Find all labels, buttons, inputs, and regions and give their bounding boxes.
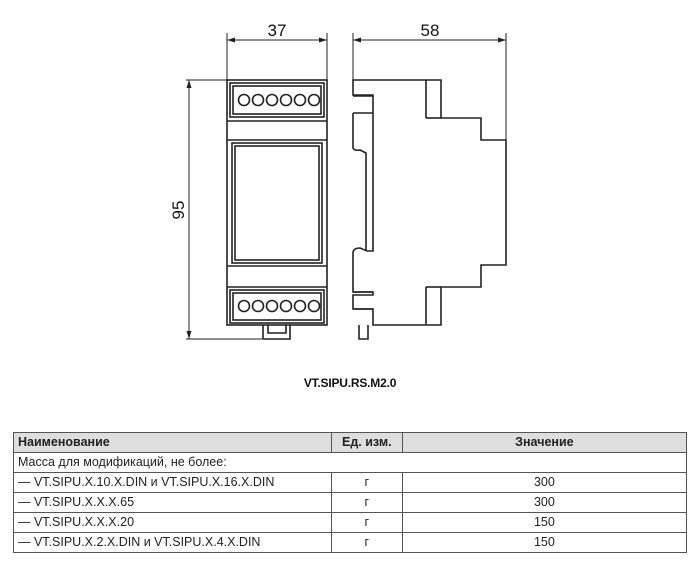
model-caption: VT.SIPU.RS.M2.0 — [303, 376, 397, 390]
header-name: Наименование — [13, 432, 332, 453]
dimension-height: 95 — [169, 79, 262, 340]
row-value: 300 — [401, 492, 688, 513]
row-value: 150 — [401, 512, 688, 533]
front-view: 37 95 — [169, 21, 328, 340]
bottom-terminals — [237, 299, 321, 313]
row-unit: г — [330, 532, 403, 553]
row-unit: г — [330, 512, 403, 533]
row-name: — VT.SIPU.X.2.X.DIN и VT.SIPU.X.4.X.DIN — [13, 532, 332, 553]
group-label: Масса для модификаций, не более: — [13, 452, 687, 473]
row-value: 300 — [401, 472, 688, 493]
dimension-depth-label: 58 — [421, 21, 440, 40]
table-header-row: Наименование Ед. изм. Значение — [13, 432, 688, 453]
table-row: — VT.SIPU.X.X.X.20 г 150 — [13, 512, 688, 533]
specification-table: Наименование Ед. изм. Значение Масса для… — [13, 432, 688, 553]
row-value: 150 — [401, 532, 688, 553]
header-value: Значение — [401, 432, 688, 453]
table-row: — VT.SIPU.X.10.X.DIN и VT.SIPU.X.16.X.DI… — [13, 472, 688, 493]
row-name: — VT.SIPU.X.10.X.DIN и VT.SIPU.X.16.X.DI… — [13, 472, 332, 493]
front-body-outline — [226, 79, 328, 326]
dimension-width: 37 — [226, 21, 328, 80]
side-view: 58 — [352, 21, 507, 340]
header-unit: Ед. изм. — [330, 432, 403, 453]
row-name: — VT.SIPU.X.X.X.65 — [13, 492, 332, 513]
technical-drawing: 37 95 — [169, 21, 507, 340]
dimension-height-label: 95 — [169, 201, 188, 220]
dimension-depth: 58 — [352, 21, 507, 140]
table-row: — VT.SIPU.X.X.X.65 г 300 — [13, 492, 688, 513]
table-row: — VT.SIPU.X.2.X.DIN и VT.SIPU.X.4.X.DIN … — [13, 532, 688, 553]
row-name: — VT.SIPU.X.X.X.20 — [13, 512, 332, 533]
dimension-width-label: 37 — [268, 21, 287, 40]
table-group-row: Масса для модификаций, не более: — [13, 452, 687, 473]
row-unit: г — [330, 472, 403, 493]
row-unit: г — [330, 492, 403, 513]
top-terminals — [237, 93, 321, 107]
